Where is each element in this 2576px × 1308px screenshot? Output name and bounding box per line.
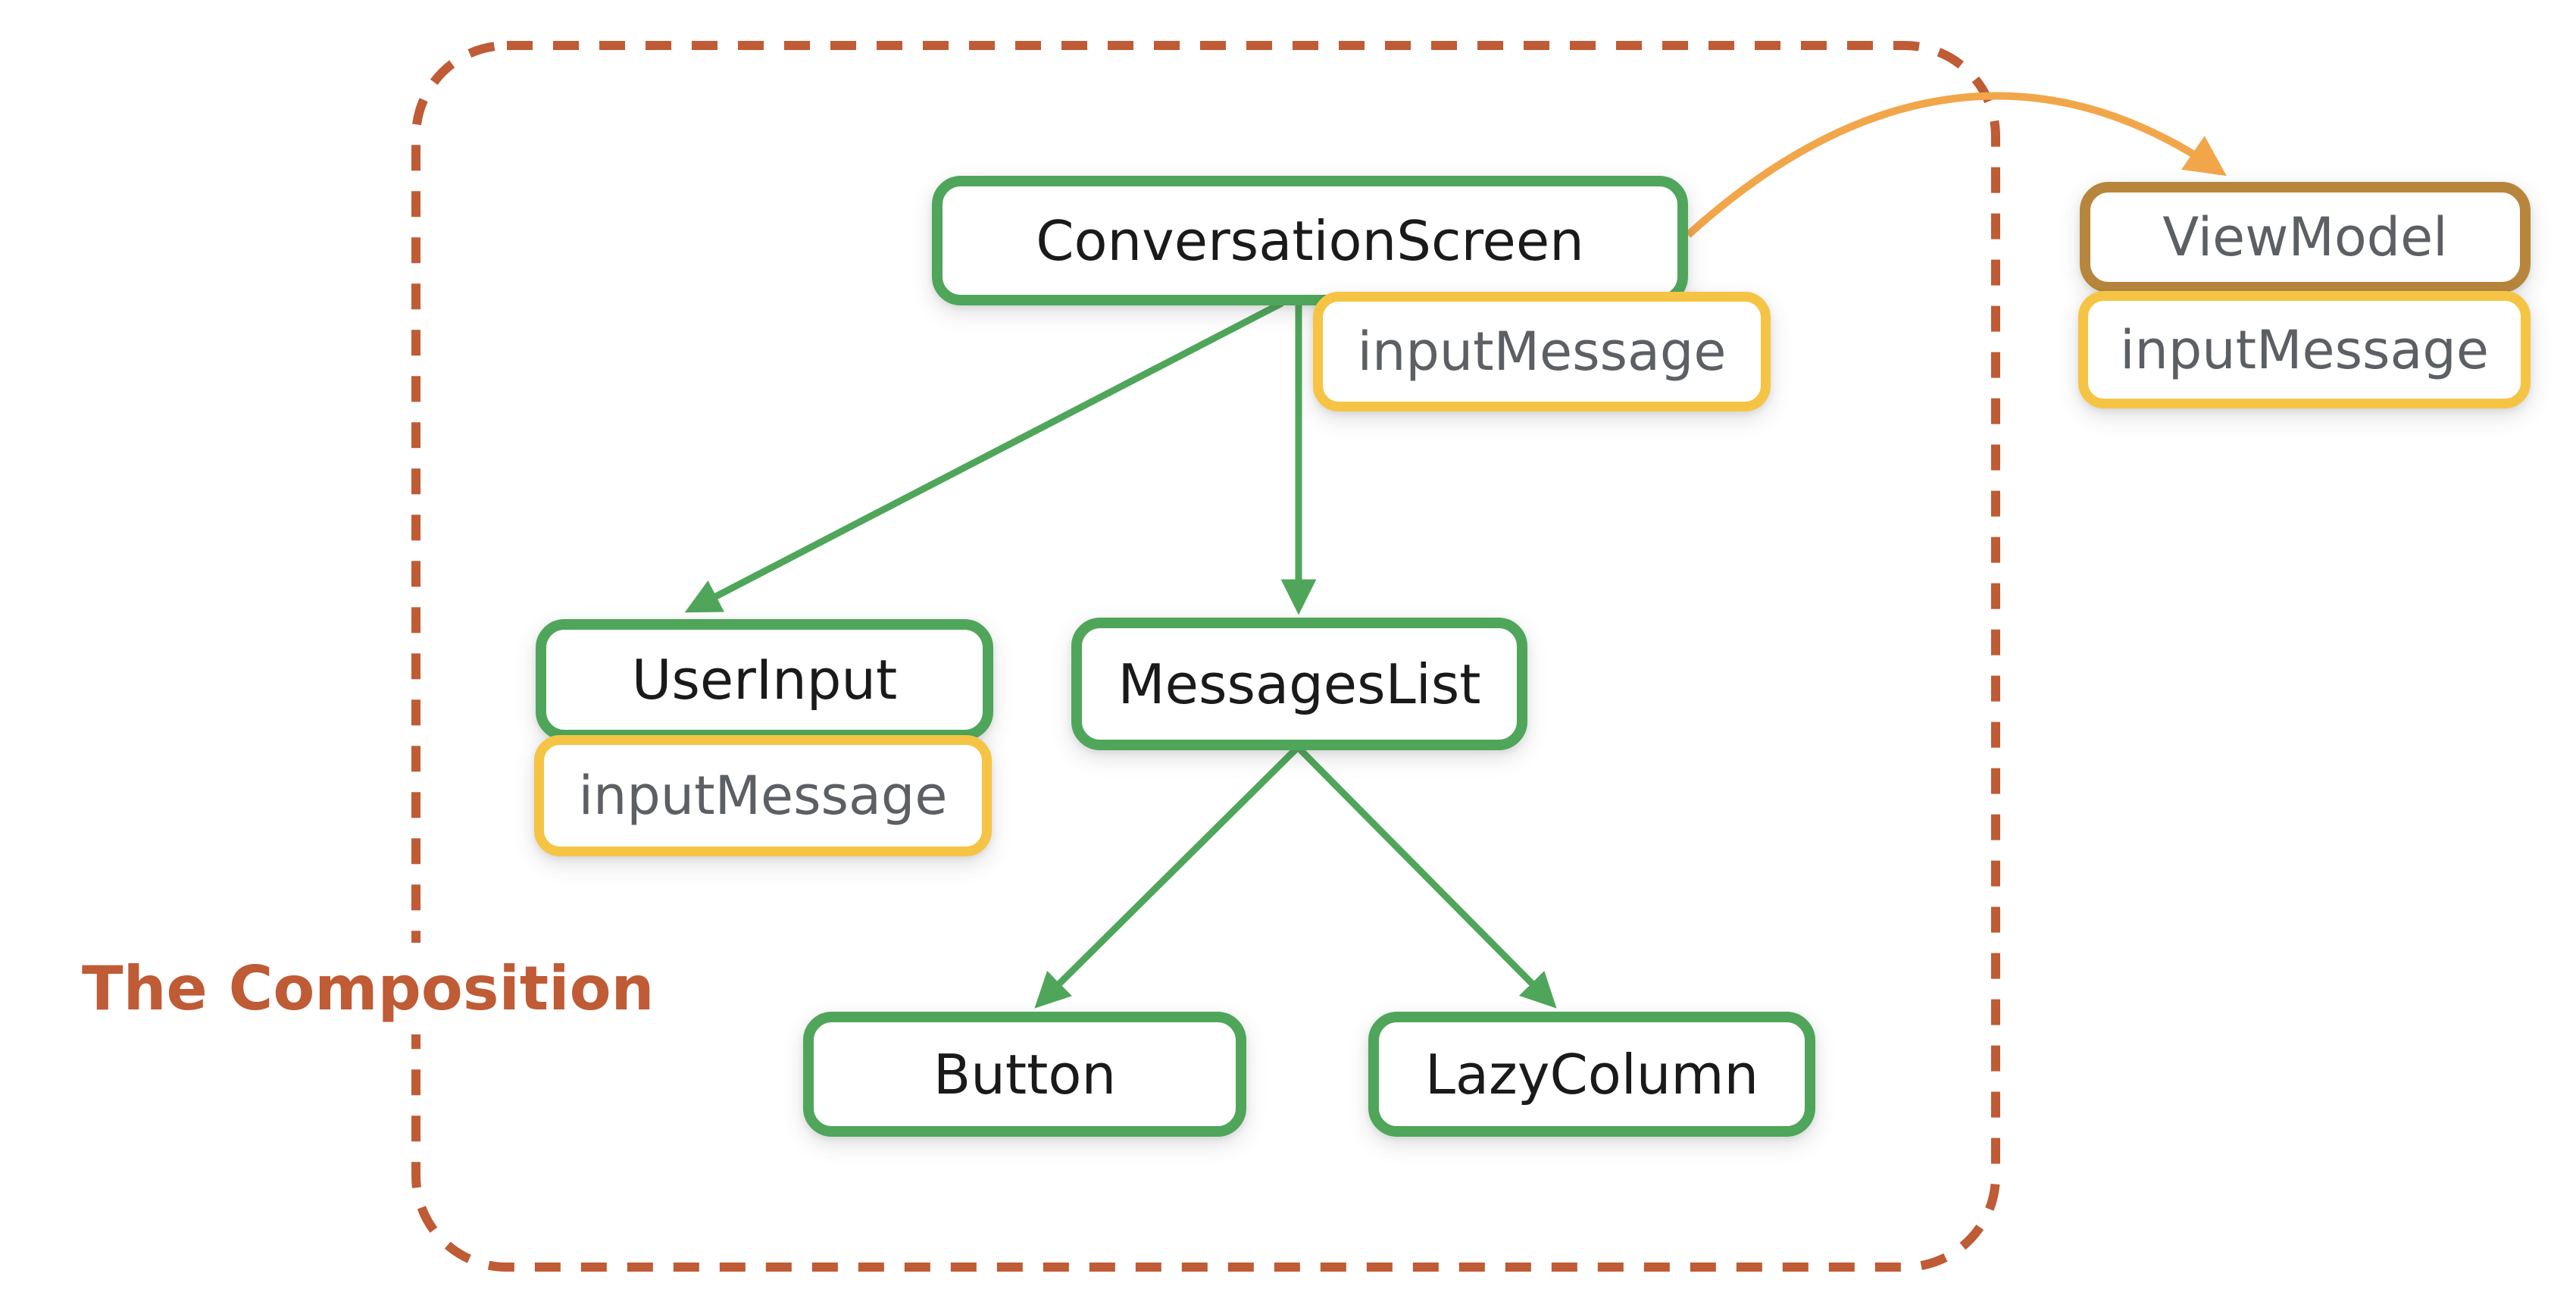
state-badge-label: inputMessage bbox=[2120, 318, 2489, 381]
node-conversationscreen-label: ConversationScreen bbox=[1036, 208, 1584, 273]
edge-messageslist-to-lazycolumn bbox=[1295, 744, 1557, 1009]
state-badge-viewmodel-inputmessage: inputMessage bbox=[2078, 291, 2531, 408]
node-messageslist: MessagesList bbox=[1071, 618, 1527, 750]
node-userinput-label: UserInput bbox=[631, 648, 898, 712]
node-conversationscreen: ConversationScreen bbox=[932, 176, 1688, 305]
node-viewmodel: ViewModel bbox=[2080, 182, 2531, 293]
composition-boundary bbox=[411, 41, 2000, 1272]
state-badge-userinput-inputmessage: inputMessage bbox=[534, 735, 992, 856]
node-messageslist-label: MessagesList bbox=[1118, 652, 1481, 716]
node-userinput: UserInput bbox=[536, 619, 993, 740]
state-badge-label: inputMessage bbox=[1357, 321, 1727, 383]
node-button: Button bbox=[803, 1012, 1246, 1137]
node-button-label: Button bbox=[933, 1042, 1117, 1106]
composition-title: The Composition bbox=[58, 943, 679, 1034]
node-lazycolumn: LazyColumn bbox=[1368, 1012, 1815, 1137]
state-badge-label: inputMessage bbox=[578, 765, 948, 827]
edge-messageslist-to-button bbox=[1034, 744, 1301, 1009]
node-viewmodel-label: ViewModel bbox=[2162, 206, 2448, 268]
edge-conversationscreen-to-userinput bbox=[684, 300, 1284, 613]
node-lazycolumn-label: LazyColumn bbox=[1424, 1042, 1759, 1106]
state-badge-conversationscreen-inputmessage: inputMessage bbox=[1313, 292, 1771, 411]
edge-conversationscreen-to-viewmodel bbox=[1685, 92, 2227, 238]
